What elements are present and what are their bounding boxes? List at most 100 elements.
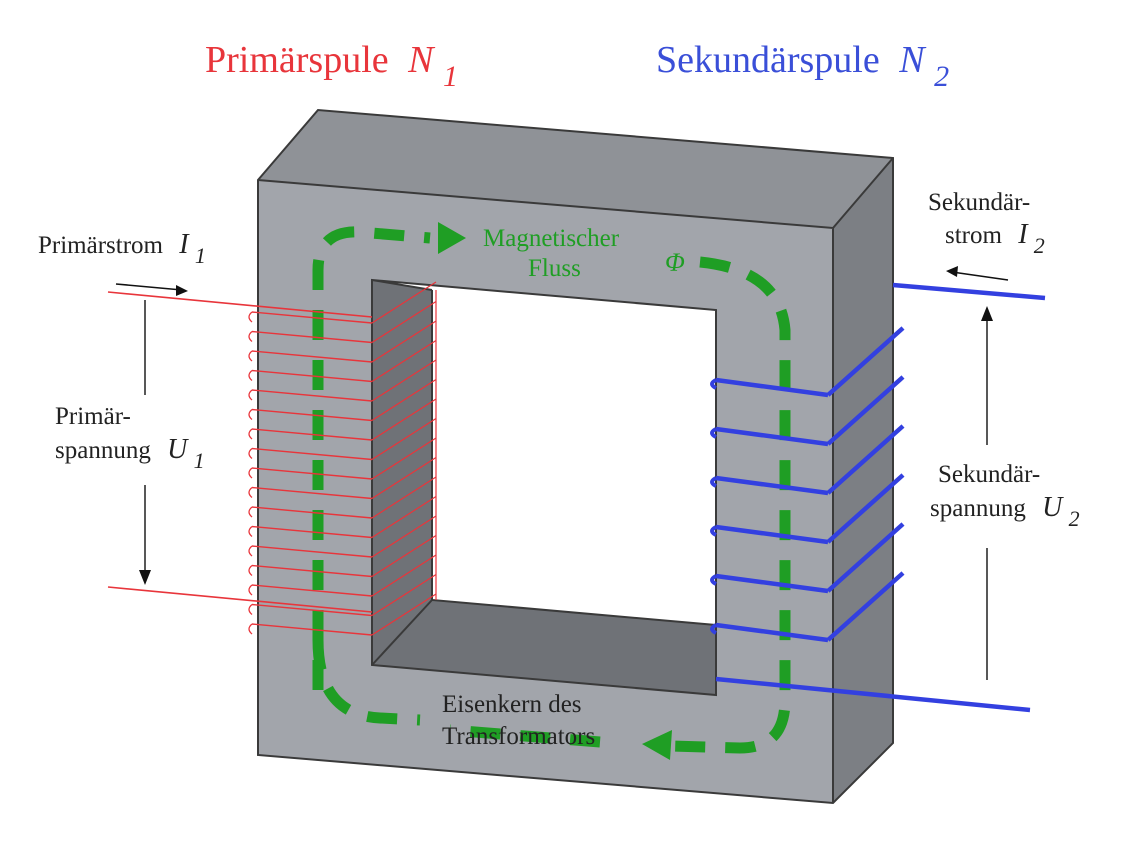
flux-lower-left-segment	[312, 639, 421, 726]
primary-current-text: Primärstrom	[38, 232, 164, 259]
primary-coil-subscript: 1	[443, 60, 458, 93]
flux-label-line1: Magnetischer	[483, 225, 620, 252]
primary-turn-bend	[248, 623, 253, 635]
secondary-voltage-subscript: 2	[1069, 506, 1080, 531]
secondary-turn-front	[715, 524, 829, 545]
secondary-turn-diagonal	[826, 571, 905, 642]
primary-turn-bend	[248, 604, 253, 615]
primary-current-subscript: 1	[195, 243, 206, 268]
secondary-turn-front	[715, 573, 829, 594]
secondary-turn-bend	[710, 525, 717, 537]
primary-turn-diagonal	[371, 495, 437, 539]
primary-turn-bend	[248, 370, 253, 381]
secondary-turn-bend	[710, 378, 717, 390]
primary-turn-front	[251, 525, 373, 539]
primary-voltage-label: spannung U 1	[55, 434, 205, 473]
secondary-voltage-line1: Sekundär-	[938, 461, 1040, 488]
secondary-voltage-line2: spannung	[930, 495, 1026, 522]
secondary-current-subscript: 2	[1034, 233, 1045, 258]
secondary-turn-diagonal	[826, 522, 905, 593]
primary-turn-bend	[248, 545, 253, 557]
primary-turn-front	[251, 623, 373, 636]
secondary-turn-diagonal	[826, 375, 905, 446]
secondary-turn-bend	[710, 427, 717, 439]
primary-coil-label: Primärspule	[205, 39, 389, 81]
core-side-face	[833, 158, 893, 803]
secondary-winding	[710, 282, 1046, 713]
primary-turn-bend	[248, 350, 253, 362]
primary-current-arrow	[115, 283, 188, 296]
secondary-current-arrow	[946, 266, 1009, 281]
primary-turn-diagonal	[371, 437, 437, 480]
primary-turn-front	[251, 603, 373, 617]
primary-turn-diagonal	[371, 456, 437, 500]
magnetic-flux-path	[312, 222, 791, 760]
primary-turn-diagonal	[371, 320, 437, 363]
primary-turn-diagonal	[371, 593, 437, 636]
primary-turn-front	[251, 447, 373, 461]
primary-turn-front	[251, 408, 373, 422]
secondary-lead-top	[892, 282, 1046, 301]
secondary-turn-diagonal	[826, 326, 905, 397]
primary-turn-diagonal	[371, 417, 437, 461]
secondary-turn-bend	[710, 476, 717, 488]
secondary-coil-symbol: N	[898, 39, 927, 81]
core-label-line1: Eisenkern des	[442, 691, 582, 718]
secondary-current-label: strom I 2	[945, 219, 1045, 258]
secondary-turn-front	[715, 475, 829, 496]
primary-voltage-line1: Primär-	[55, 403, 131, 430]
primary-turn-front	[251, 467, 373, 480]
iron-core	[257, 108, 894, 805]
primary-turn-bend	[248, 467, 253, 479]
primary-current-symbol: I	[178, 229, 190, 260]
secondary-turn-front	[715, 426, 829, 447]
secondary-turn-front	[715, 377, 829, 398]
secondary-voltage-arrow	[981, 306, 993, 680]
primary-turn-diagonal	[371, 378, 437, 422]
core-window-bottom-wall	[372, 600, 716, 695]
secondary-turn-diagonal	[826, 424, 905, 495]
primary-voltage-line2: spannung	[55, 437, 151, 464]
primary-turn-diagonal	[371, 515, 437, 558]
primary-turn-bend	[248, 428, 253, 440]
primary-turn-diagonal	[371, 573, 437, 617]
primary-turn-bend	[248, 565, 253, 576]
secondary-current-symbol: I	[1017, 219, 1029, 250]
secondary-voltage-label: spannung U 2	[930, 492, 1080, 531]
primary-turn-diagonal	[371, 476, 437, 519]
core-window-opening	[432, 290, 716, 625]
primary-turn-bend	[248, 526, 253, 537]
core-top-face	[258, 110, 893, 228]
primary-turn-diagonal	[371, 534, 437, 578]
primary-turn-diagonal	[371, 398, 437, 441]
primary-turn-bend	[248, 331, 253, 342]
primary-turn-diagonal	[371, 359, 437, 402]
core-label-line2: Transformators	[442, 723, 595, 750]
flux-dashed-loop	[312, 226, 791, 754]
primary-turn-bend	[248, 389, 253, 401]
secondary-turn-bend	[710, 623, 717, 635]
primary-voltage-subscript: 1	[194, 448, 205, 473]
primary-winding	[107, 281, 437, 636]
primary-turn-front	[251, 350, 373, 363]
primary-turn-bend	[248, 448, 253, 459]
primary-turn-front	[251, 311, 373, 324]
primary-lead-bottom	[107, 586, 373, 613]
primary-turn-diagonal	[371, 281, 437, 324]
flux-label-line2: Fluss	[528, 255, 581, 282]
secondary-coil-title: Sekundärspule N 2	[656, 39, 949, 93]
primary-turn-front	[251, 584, 373, 597]
primary-coil-symbol: N	[407, 39, 436, 81]
secondary-turn-bend	[710, 574, 717, 586]
primary-turn-bend	[248, 506, 253, 518]
secondary-current-line1: Sekundär-	[928, 189, 1030, 216]
flux-symbol: Φ	[665, 248, 685, 277]
secondary-current-line2: strom	[945, 222, 1003, 249]
core-window-left-wall	[372, 280, 432, 665]
primary-coil-title: Primärspule N 1	[205, 39, 458, 93]
primary-turn-diagonal	[371, 339, 437, 383]
primary-turn-front	[251, 506, 373, 519]
core-edges	[257, 108, 894, 805]
core-front-face	[258, 180, 833, 803]
